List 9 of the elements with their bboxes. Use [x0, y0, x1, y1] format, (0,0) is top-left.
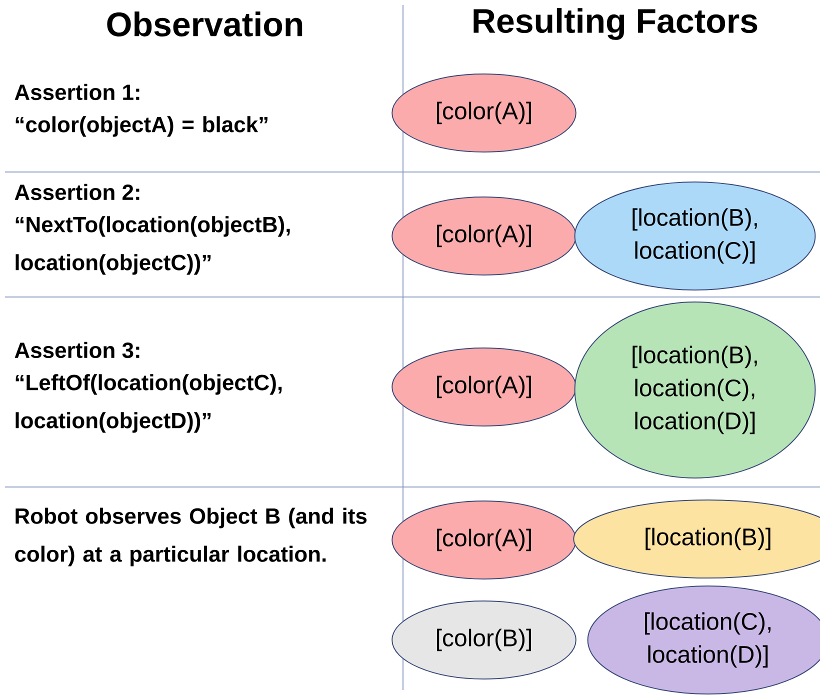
column-heading: Resulting Factors	[474, 8, 758, 40]
assertion-heading: Assertion 2:	[14, 184, 140, 200]
observation-text: “NextTo(location(objectB), location(objectC))”	[16, 216, 290, 275]
observation-text: “LeftOf(location(objectC), location(objectD))”	[16, 374, 282, 433]
assertion-heading: Assertion 3:	[14, 342, 140, 358]
observation-text: “color(objectA) = black”	[16, 116, 268, 137]
assertion-heading: Assertion 1:	[14, 84, 140, 100]
observation-text: Robot observes Object B (and its color) at a particular location.	[15, 508, 367, 566]
column-heading: Observation	[107, 12, 302, 36]
